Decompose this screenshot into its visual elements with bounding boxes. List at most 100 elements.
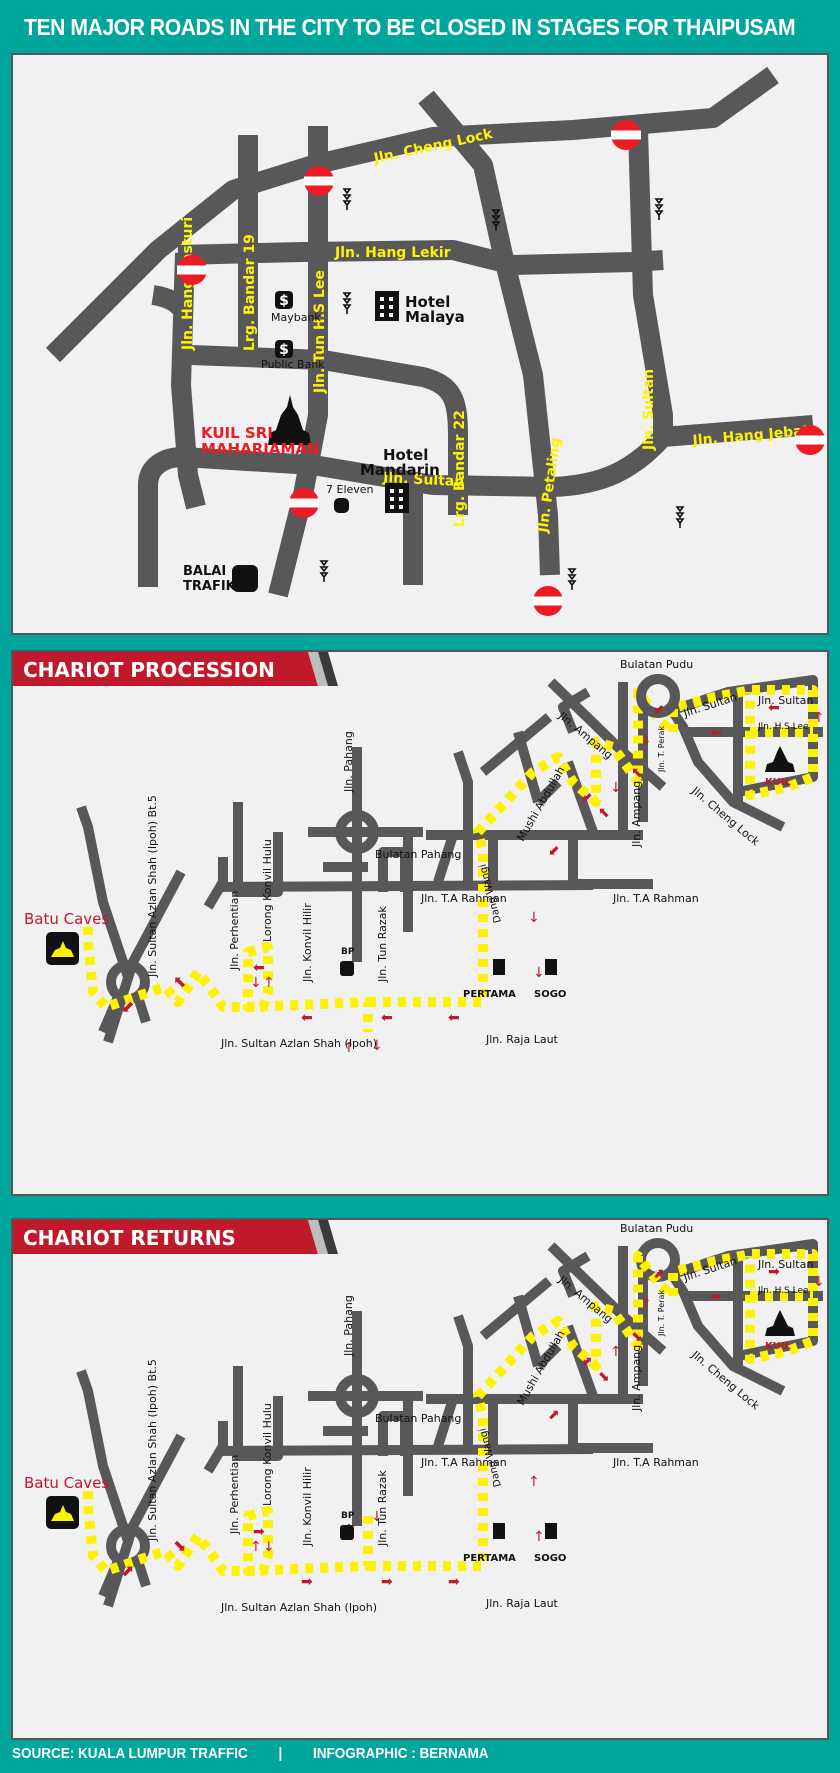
arrow-icon: ➡ bbox=[301, 1574, 313, 1590]
label-sogo: SOGO bbox=[534, 1553, 566, 1564]
arrow-icon: ↓ bbox=[371, 1509, 383, 1525]
closure-sign-icon bbox=[304, 166, 334, 196]
label-lrg-bandar-22: Lrg. Bandar 22 bbox=[452, 410, 468, 527]
label-jln-tun-razak: Jln. Tun Razak bbox=[376, 1470, 389, 1547]
arrow-icon: ⬈ bbox=[581, 1354, 593, 1370]
label-jln-sultan-vertical: Jln. Sultan bbox=[641, 369, 657, 451]
arrow-icon: ⬅ bbox=[381, 1010, 393, 1026]
fuel-station-icon bbox=[340, 961, 354, 976]
temple-icon bbox=[268, 395, 311, 445]
direction-arrows: ⬋ ⬉ ⬅ ↓ ↑ ⬅ ⬅ ↑ ↓ ⬅ ↓ ↓ ⬋ ⬋ ⬉ ↓ ⬉ ↓ ⬋ ⬅ … bbox=[121, 700, 825, 1056]
label-jln-perhentian: Jln. Perhentian bbox=[228, 891, 241, 971]
arrow-icon: ⬊ bbox=[173, 1536, 186, 1555]
arrow-icon: ⬋ bbox=[581, 790, 593, 806]
closure-sign-icon bbox=[533, 586, 563, 616]
arrow-icon: ↑ bbox=[343, 1040, 355, 1056]
label-jln-sultan: Jln. Sultan bbox=[757, 1258, 813, 1271]
label-maybank: Maybank bbox=[271, 311, 321, 324]
label-jln-t-perak: Jln. T. Perak bbox=[657, 1290, 666, 1337]
arrow-icon: ⬊ bbox=[631, 1329, 643, 1345]
arrow-icon: ⬋ bbox=[121, 997, 134, 1016]
arrow-icon: ↓ bbox=[610, 780, 622, 796]
label-jln-hs-lee: Jln. H.S Lee bbox=[757, 1286, 809, 1296]
footer: SOURCE: KUALA LUMPUR TRAFFIC | INFOGRAPH… bbox=[12, 1745, 489, 1762]
label-jln-t-perak: Jln. T. Perak bbox=[657, 726, 666, 773]
label-kuil: KUIL bbox=[765, 777, 791, 788]
closure-sign-icon bbox=[289, 488, 319, 518]
arrow-icon: ⬉ bbox=[631, 765, 643, 781]
section-title: CHARIOT PROCESSION bbox=[23, 658, 275, 682]
returns-map-canvas: CHARIOT RETURNS ⬈ ⬊ ➡ ↑ ↓ ➡ ➡ ↑ ↓ ➡ ↑ ↑ … bbox=[13, 1220, 827, 1614]
arrow-icon: ↓ bbox=[640, 732, 652, 748]
arrow-icon: ⬊ bbox=[598, 1369, 610, 1385]
label-jln-ampang: Jln. Ampang bbox=[630, 1345, 643, 1412]
arrow-icon: ↓ bbox=[371, 1038, 383, 1054]
traffic-light-icon bbox=[343, 292, 351, 315]
label-bulatan-pudu: Bulatan Pudu bbox=[620, 1222, 693, 1235]
fuel-station-icon bbox=[340, 1525, 354, 1540]
label-jln-konvil-hilir: Jln. Konvil Hilir bbox=[301, 903, 314, 983]
traffic-light-icon bbox=[676, 506, 684, 529]
arrow-icon: ↑ bbox=[610, 1344, 622, 1360]
closure-sign-icon bbox=[177, 255, 207, 285]
arrow-icon: ⬅ bbox=[768, 700, 780, 716]
svg-text:TRAFIK: TRAFIK bbox=[183, 579, 237, 594]
label-bp: BP bbox=[341, 947, 355, 957]
batu-caves-icon bbox=[46, 1496, 79, 1529]
label-lrg-bandar-19: Lrg. Bandar 19 bbox=[242, 234, 258, 351]
building-icon bbox=[375, 291, 399, 321]
bank-icon: $ bbox=[275, 291, 293, 309]
arrow-icon: ⬉ bbox=[173, 972, 186, 991]
label-jln-ampang: Jln. Ampang bbox=[630, 781, 643, 848]
arrow-icon: ↓ bbox=[528, 910, 540, 926]
arrow-icon: ➡ bbox=[381, 1574, 393, 1590]
label-jln-sultan-azlan-shah-bt5: Jln. Sultan Azlan Shah (Ipoh) Bt.5 bbox=[146, 795, 159, 978]
road-closure-map: Jln. Cheng Lock Jln. Hang Lekir Jln. Han… bbox=[11, 53, 829, 635]
arrow-icon: ↑ bbox=[533, 1529, 545, 1545]
label-jln-raja-laut: Jln. Raja Laut bbox=[485, 1597, 559, 1610]
building-icon bbox=[493, 959, 557, 975]
arrow-icon: ⬅ bbox=[448, 1010, 460, 1026]
store-icon bbox=[334, 498, 349, 513]
svg-text:$: $ bbox=[279, 293, 289, 309]
svg-text:Mandarin: Mandarin bbox=[360, 461, 440, 479]
label-lorong-konvil-hulu: Lorong Konvil Hulu bbox=[261, 839, 274, 942]
label-jln-pahang: Jln. Pahang bbox=[342, 731, 355, 793]
temple-icon bbox=[765, 1310, 795, 1336]
label-pertama: PERTAMA bbox=[463, 1553, 516, 1564]
svg-text:$: $ bbox=[279, 342, 289, 358]
traffic-light-icon bbox=[655, 198, 663, 221]
label-pertama: PERTAMA bbox=[463, 989, 516, 1000]
label-jln-konvil-hilir: Jln. Konvil Hilir bbox=[301, 1467, 314, 1547]
arrow-icon: ↑ bbox=[250, 1539, 262, 1555]
label-jln-pahang: Jln. Pahang bbox=[342, 1295, 355, 1357]
arrow-icon: ⬈ bbox=[548, 1407, 560, 1423]
arrow-icon: ➡ bbox=[253, 1524, 265, 1540]
arrow-icon: ➡ bbox=[768, 1264, 780, 1280]
arrow-icon: ➡ bbox=[710, 1289, 722, 1305]
label-7-eleven: 7 Eleven bbox=[326, 483, 374, 496]
arrow-icon: ↓ bbox=[250, 975, 262, 991]
svg-text:MAHARIAMAN: MAHARIAMAN bbox=[201, 440, 320, 458]
label-bp: BP bbox=[341, 1511, 355, 1521]
arrow-icon: ➡ bbox=[448, 1574, 460, 1590]
section-title: CHARIOT RETURNS bbox=[23, 1226, 236, 1250]
return-route bbox=[83, 1249, 818, 1576]
arrow-icon: ↓ bbox=[263, 1539, 275, 1555]
label-jln-sultan-azlan-shah-bt5: Jln. Sultan Azlan Shah (Ipoh) Bt.5 bbox=[146, 1359, 159, 1542]
arrow-icon: ⬈ bbox=[121, 1561, 134, 1580]
label-hotel-mandarin: Hotel bbox=[383, 446, 428, 464]
label-bulatan-pudu: Bulatan Pudu bbox=[620, 658, 693, 671]
arrow-icon: ↑ bbox=[813, 710, 825, 726]
building-icon bbox=[493, 1523, 557, 1539]
label-kuil: KUIL bbox=[765, 1341, 791, 1352]
arrow-icon: ⬉ bbox=[598, 805, 610, 821]
traffic-light-icon bbox=[320, 560, 328, 583]
label-jln-sultan-azlan-shah-ipoh: Jln. Sultan Azlan Shah (Ipoh) bbox=[220, 1037, 377, 1050]
label-batu-caves: Batu Caves bbox=[24, 910, 109, 928]
footer-separator: | bbox=[278, 1745, 283, 1762]
chariot-returns-map: CHARIOT RETURNS ⬈ ⬊ ➡ ↑ ↓ ➡ ➡ ↑ ↓ ➡ ↑ ↑ … bbox=[11, 1218, 829, 1740]
svg-text:Malaya: Malaya bbox=[405, 308, 465, 326]
label-kuil-sri-mahariaman: KUIL SRI bbox=[201, 424, 273, 442]
traffic-light-icon bbox=[568, 568, 576, 591]
